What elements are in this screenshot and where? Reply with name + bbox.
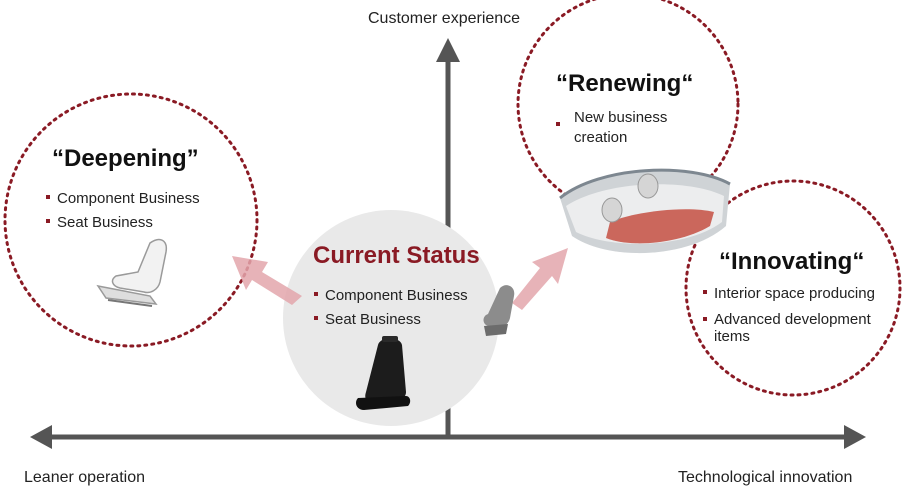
deepening-item: Component Business xyxy=(46,189,200,209)
vertical-axis-arrowhead xyxy=(436,38,460,62)
car-interior-image xyxy=(559,168,731,254)
deepening-title: “Deepening” xyxy=(52,145,199,172)
vertical-axis-label: Customer experience xyxy=(368,10,521,27)
current-status-title: Current Status xyxy=(313,242,480,269)
renewing-circle xyxy=(516,0,740,216)
arrow-to-deepening xyxy=(232,256,302,305)
deepening-circle xyxy=(3,92,259,348)
current-status-item: Seat Business xyxy=(314,310,421,330)
right-axis-label: Technological innovation xyxy=(678,469,853,486)
deepening-item: Seat Business xyxy=(46,213,153,233)
innovating-item: Advanced development items xyxy=(703,311,895,345)
innovating-circle xyxy=(684,179,902,397)
renewing-item: New business creation xyxy=(556,108,706,148)
current-status-circle xyxy=(283,210,499,426)
renewing-title: “Renewing“ xyxy=(556,70,694,97)
left-axis-label: Leaner operation xyxy=(24,469,145,486)
black-seat-icon xyxy=(356,336,411,410)
left-axis-arrowhead xyxy=(30,425,52,449)
arrow-to-renewing xyxy=(512,248,568,310)
grey-seat-icon xyxy=(483,285,515,336)
innovating-title: “Innovating“ xyxy=(719,248,865,275)
innovating-item: Interior space producing xyxy=(703,284,875,304)
right-axis-arrowhead xyxy=(844,425,866,449)
current-status-item: Component Business xyxy=(314,286,468,306)
white-seat-icon xyxy=(96,238,168,307)
